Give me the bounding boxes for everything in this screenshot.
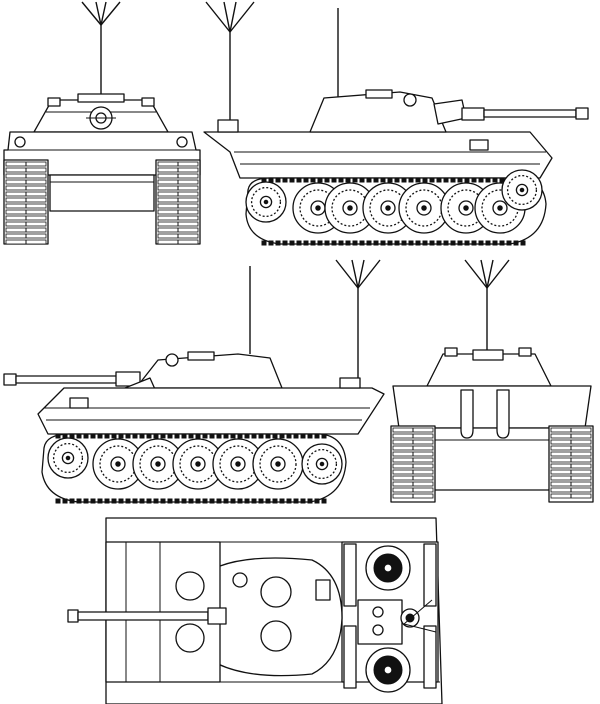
right-side-running-gear bbox=[245, 169, 547, 246]
right-side-hull bbox=[203, 119, 553, 179]
left-side-superstructure bbox=[119, 351, 283, 405]
rear-superstructure bbox=[426, 347, 552, 387]
front-antenna bbox=[81, 1, 121, 98]
top-gun bbox=[67, 607, 227, 625]
top-view bbox=[60, 514, 450, 704]
left-side-gun bbox=[3, 371, 141, 387]
rear-exhaust-left bbox=[460, 389, 474, 439]
top-fan-grille-lower bbox=[365, 647, 411, 693]
left-side-running-gear bbox=[41, 433, 347, 504]
right-side-superstructure bbox=[309, 89, 467, 133]
front-superstructure bbox=[33, 93, 169, 149]
right-side-gun bbox=[461, 107, 589, 121]
left-side-view bbox=[0, 258, 390, 508]
rear-right-track bbox=[548, 425, 594, 503]
left-side-antennas bbox=[249, 259, 381, 382]
right-side-view bbox=[200, 0, 600, 255]
top-turret bbox=[213, 557, 343, 677]
front-view bbox=[0, 0, 205, 250]
rear-exhaust-right bbox=[496, 389, 510, 439]
top-engine-access-panel bbox=[357, 599, 437, 645]
front-right-track bbox=[155, 159, 201, 245]
rear-view bbox=[385, 258, 600, 508]
left-side-hull bbox=[37, 377, 385, 435]
top-engine-deck bbox=[341, 541, 439, 693]
top-fan-grille-upper bbox=[365, 545, 411, 591]
rear-left-track bbox=[390, 425, 436, 503]
right-side-antennas bbox=[205, 1, 339, 120]
front-left-track bbox=[3, 159, 49, 245]
rear-antenna bbox=[464, 259, 510, 354]
